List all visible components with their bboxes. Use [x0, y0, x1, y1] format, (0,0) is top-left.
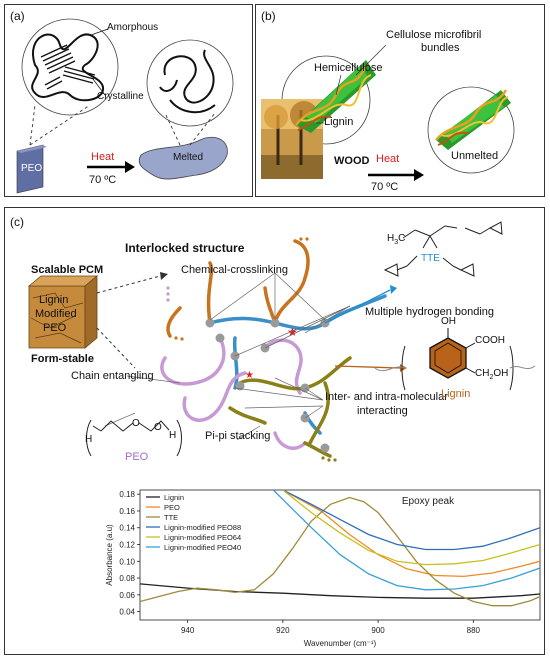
ch2oh-label: CH2OH	[475, 368, 508, 381]
temp-label-b: 70 ºC	[371, 181, 399, 193]
peo-h-left: H	[85, 434, 93, 445]
peo-o-left: O	[132, 418, 140, 429]
panel-a: (a) Amorphous Crystalline PEO Heat 70 ºC	[4, 4, 253, 197]
tte-h3c: H3C	[387, 233, 405, 246]
chain-ent-label: Chain entangling	[71, 370, 154, 382]
y-tick-label: 0.08	[119, 574, 135, 583]
panel-a-drawing	[16, 18, 234, 194]
panel-c-drawing: ★ ★	[27, 221, 536, 462]
legend-label: Lignin-modified PEO64	[164, 533, 241, 542]
hemicellulose-label: Hemicellulose	[314, 62, 383, 74]
inter-label-1: Inter- and intra-molecular	[325, 391, 448, 403]
melted-label: Melted	[173, 152, 204, 163]
tte-c: C	[398, 233, 406, 244]
cellulose-label: Cellulose microfibril	[386, 29, 482, 41]
temp-label-a: 70 ºC	[89, 174, 117, 186]
heat-label-b: Heat	[376, 153, 400, 165]
y-axis-label: Absorbance (a.u)	[105, 524, 114, 586]
inter-label-2: interacting	[357, 405, 408, 417]
cooh-label: COOH	[475, 335, 505, 346]
legend-label: Lignin	[164, 493, 184, 502]
oh-end-text: OH	[493, 368, 509, 379]
y-tick-label: 0.14	[119, 524, 135, 533]
chem-crosslink-label: Chemical-crosslinking	[181, 264, 288, 276]
y-tick-label: 0.16	[119, 507, 135, 516]
block-text-2: Modified	[35, 308, 77, 320]
block-text-1: Lignin	[39, 294, 69, 306]
y-tick-label: 0.10	[119, 557, 135, 566]
peo-o-right: O	[154, 422, 162, 433]
svg-text:★: ★	[287, 325, 298, 339]
peo-block-label: PEO	[21, 163, 43, 174]
scalable-label: Scalable PCM	[31, 264, 104, 276]
series-line	[282, 490, 540, 551]
panel-c: (c)	[4, 207, 545, 655]
legend-label: PEO	[164, 503, 180, 512]
legend-label: TTE	[164, 513, 178, 522]
amorphous-label: Amorphous	[107, 22, 159, 33]
wood-label: WOOD	[334, 155, 370, 167]
svg-text:★: ★	[245, 370, 254, 381]
y-tick-label: 0.04	[119, 608, 135, 617]
legend-label: Lignin-modified PEO40	[164, 543, 241, 552]
y-tick-label: 0.06	[119, 591, 135, 600]
series-line	[272, 490, 540, 591]
heat-label-a: Heat	[91, 151, 115, 163]
form-stable-label: Form-stable	[31, 353, 94, 365]
panel-b-letter: (b)	[261, 9, 276, 23]
ch-text: CH	[475, 368, 490, 379]
hbond-label: Multiple hydrogen bonding	[365, 306, 495, 318]
series-line	[140, 496, 540, 607]
y-tick-label: 0.12	[119, 541, 135, 550]
bundles-label: bundles	[421, 42, 460, 54]
panel-a-letter: (a)	[10, 9, 25, 23]
peo-h-right: H	[169, 430, 177, 441]
block-text-3: PEO	[43, 322, 67, 334]
panel-b: (b) Cellul	[255, 4, 545, 197]
interlocked-title: Interlocked structure	[125, 241, 245, 255]
ch2-sub: 2	[489, 374, 494, 381]
tte-sub: 3	[394, 239, 399, 246]
y-tick-label: 0.18	[119, 490, 135, 499]
x-tick-label: 940	[181, 626, 195, 635]
panel-b-drawing	[261, 44, 515, 181]
x-axis-label: Wavenumber (cm⁻¹)	[304, 639, 377, 648]
tte-h: H	[387, 233, 395, 244]
peo-structure-label: PEO	[125, 451, 149, 463]
lignin-structure-label: Lignin	[441, 388, 471, 400]
series-line	[282, 490, 540, 578]
chart-title: Epoxy peak	[402, 496, 455, 507]
x-tick-label: 880	[467, 626, 481, 635]
legend-label: Lignin-modified PEO88	[164, 523, 241, 532]
oh-label: OH	[441, 316, 456, 327]
unmelted-label: Unmelted	[451, 150, 499, 162]
x-tick-label: 900	[371, 626, 385, 635]
series-line	[282, 490, 540, 566]
panel-c-letter: (c)	[10, 215, 24, 229]
ftir-chart: 0.04 0.06 0.08 0.10 0.12 0.14 0.16 0.18 940 920 90…	[105, 489, 541, 648]
pipi-label: Pi-pi stacking	[205, 430, 271, 442]
lignin-label-b: Lignin	[324, 116, 354, 128]
tte-label: TTE	[421, 253, 440, 264]
crystalline-label: Crystalline	[97, 91, 144, 102]
x-tick-label: 920	[276, 626, 290, 635]
